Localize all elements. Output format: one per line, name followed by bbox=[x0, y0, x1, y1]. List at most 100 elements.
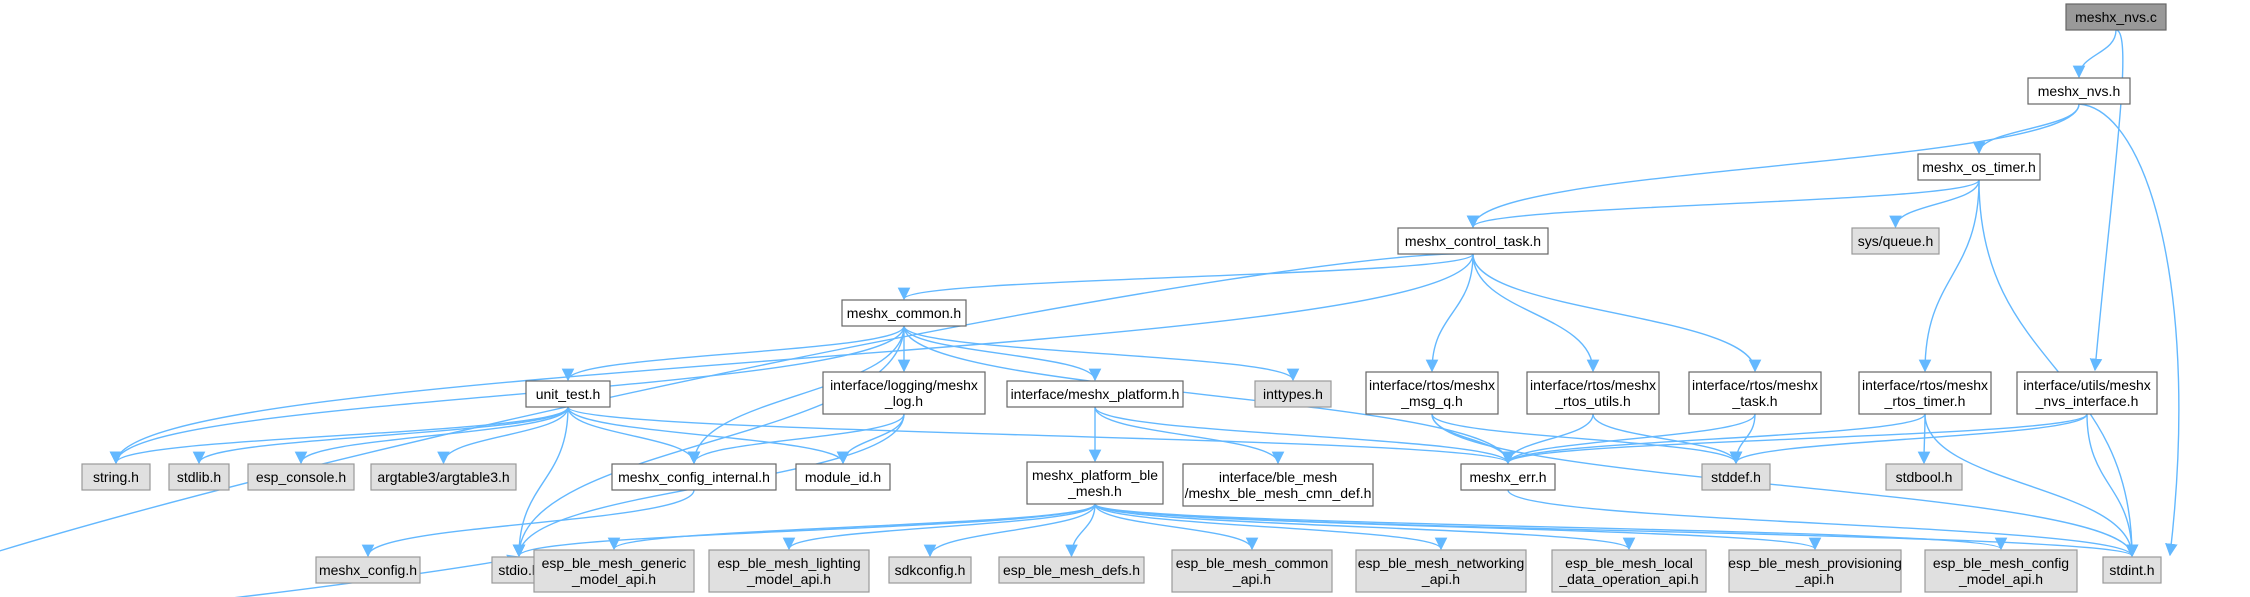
node-label: unit_test.h bbox=[536, 386, 601, 402]
node-box bbox=[1182, 463, 1374, 507]
node-box bbox=[998, 556, 1145, 584]
edge-interface_utils_meshx_nvs_interface_h-to-stddef_h bbox=[1729, 413, 2088, 465]
node-label: _data_operation_api.h bbox=[1558, 571, 1698, 587]
node-interface_rtos_meshx_rtos_utils_h[interactable]: interface/rtos/meshx_rtos_utils.h bbox=[1526, 371, 1660, 415]
node-box bbox=[795, 463, 891, 491]
node-stdbool_h[interactable]: stdbool.h bbox=[1885, 463, 1963, 491]
node-label: sys/queue.h bbox=[1858, 233, 1934, 249]
edge-meshx_nvs_h-to-meshx_os_timer_h bbox=[1972, 103, 2080, 155]
node-label: esp_ble_mesh_lighting bbox=[717, 555, 860, 571]
node-label: stdbool.h bbox=[1896, 469, 1953, 485]
node-esp_ble_mesh_local_data_operation_api_h[interactable]: esp_ble_mesh_local_data_operation_api.h bbox=[1551, 549, 1707, 593]
node-sys_queue_h[interactable]: sys/queue.h bbox=[1851, 227, 1940, 255]
node-module_id_h[interactable]: module_id.h bbox=[795, 463, 891, 491]
edge-meshx_control_task_h-to-interface_rtos_meshx_task_h bbox=[1472, 253, 1762, 373]
node-meshx_platform_ble_mesh_h[interactable]: meshx_platform_ble_mesh.h bbox=[1026, 461, 1164, 505]
node-box bbox=[2016, 371, 2158, 415]
node-esp_ble_mesh_config_model_api_h[interactable]: esp_ble_mesh_config_model_api.h bbox=[1924, 549, 2078, 593]
node-label: interface/ble_mesh bbox=[1219, 469, 1337, 485]
node-interface_utils_meshx_nvs_interface_h[interactable]: interface/utils/meshx_nvs_interface.h bbox=[2016, 371, 2158, 415]
node-box bbox=[247, 463, 355, 491]
node-sdkconfig_h[interactable]: sdkconfig.h bbox=[888, 556, 972, 584]
node-meshx_control_task_h[interactable]: meshx_control_task.h bbox=[1397, 227, 1549, 255]
node-meshx_err_h[interactable]: meshx_err.h bbox=[1460, 463, 1556, 491]
node-inttypes_h[interactable]: inttypes.h bbox=[1254, 380, 1332, 408]
edge-interface_logging_meshx_log_h-to-meshx_config_internal_h bbox=[687, 413, 905, 465]
node-label: _log.h bbox=[884, 393, 923, 409]
edge-meshx_config_internal_h-to-meshx_config_h bbox=[361, 489, 695, 558]
node-label: esp_ble_mesh_generic bbox=[542, 555, 687, 571]
node-label: esp_console.h bbox=[256, 469, 346, 485]
node-box bbox=[168, 463, 230, 491]
node-interface_rtos_meshx_msg_q_h[interactable]: interface/rtos/meshx_msg_q.h bbox=[1365, 371, 1499, 415]
node-stdint_h[interactable]: stdint.h bbox=[2102, 556, 2162, 584]
node-stddef_h[interactable]: stddef.h bbox=[1701, 463, 1771, 491]
node-esp_ble_mesh_networking_api_h[interactable]: esp_ble_mesh_networking_api.h bbox=[1355, 549, 1527, 593]
node-esp_ble_mesh_common_api_h[interactable]: esp_ble_mesh_common_api.h bbox=[1171, 549, 1333, 593]
node-label: esp_ble_mesh_defs.h bbox=[1003, 562, 1140, 578]
node-meshx_nvs_h[interactable]: meshx_nvs.h bbox=[2027, 77, 2131, 105]
edge-meshx_common_h-to-meshx_err_h bbox=[903, 325, 1515, 465]
node-label: module_id.h bbox=[805, 469, 881, 485]
node-label: interface/rtos/meshx bbox=[1369, 377, 1495, 393]
node-label: _nvs_interface.h bbox=[2035, 393, 2139, 409]
node-label: _model_api.h bbox=[746, 571, 831, 587]
node-label: meshx_config.h bbox=[319, 562, 417, 578]
node-string_h[interactable]: string.h bbox=[81, 463, 151, 491]
node-meshx_config_internal_h[interactable]: meshx_config_internal.h bbox=[611, 463, 777, 491]
node-box bbox=[315, 556, 421, 584]
node-label: stdio.h bbox=[498, 562, 539, 578]
node-unit_test_h[interactable]: unit_test.h bbox=[525, 380, 611, 408]
node-box bbox=[1688, 371, 1822, 415]
node-meshx_nvs_c[interactable]: meshx_nvs.c bbox=[2065, 3, 2167, 31]
node-box bbox=[533, 549, 695, 593]
node-stdlib_h[interactable]: stdlib.h bbox=[168, 463, 230, 491]
node-label: string.h bbox=[93, 469, 139, 485]
node-label: meshx_config_internal.h bbox=[618, 469, 770, 485]
node-box bbox=[81, 463, 151, 491]
node-esp_ble_mesh_provisioning_api_h[interactable]: esp_ble_mesh_provisioning_api.h bbox=[1728, 549, 1902, 593]
node-box bbox=[841, 299, 967, 327]
node-box bbox=[2065, 3, 2167, 31]
edge-interface_rtos_meshx_msg_q_h-to-stdint_h bbox=[1431, 413, 2139, 558]
edge-meshx_nvs_h-to-stdint_h bbox=[2078, 103, 2180, 557]
node-esp_ble_mesh_lighting_model_api_h[interactable]: esp_ble_mesh_lighting_model_api.h bbox=[708, 549, 870, 593]
node-interface_ble_mesh_cmn_def_h[interactable]: interface/ble_mesh/meshx_ble_mesh_cmn_de… bbox=[1182, 463, 1374, 507]
edge-meshx_common_h-to-inttypes_h bbox=[903, 325, 1300, 382]
node-interface_rtos_meshx_rtos_timer_h[interactable]: interface/rtos/meshx_rtos_timer.h bbox=[1858, 371, 1992, 415]
node-label: _model_api.h bbox=[571, 571, 656, 587]
node-label: interface/rtos/meshx bbox=[1692, 377, 1818, 393]
node-esp_console_h[interactable]: esp_console.h bbox=[247, 463, 355, 491]
node-box bbox=[708, 549, 870, 593]
node-label: interface/utils/meshx bbox=[2023, 377, 2151, 393]
edge-interface_utils_meshx_nvs_interface_h-to-stdint_h bbox=[2086, 413, 2139, 558]
node-box bbox=[1397, 227, 1549, 255]
node-label: esp_ble_mesh_local bbox=[1565, 555, 1693, 571]
edge-meshx_err_h-to-stdint_h bbox=[1507, 489, 2139, 558]
edge-meshx_platform_ble_mesh_h-to-esp_ble_mesh_networking_api_h bbox=[1094, 503, 1448, 551]
node-interface_rtos_meshx_task_h[interactable]: interface/rtos/meshx_task.h bbox=[1688, 371, 1822, 415]
edge-meshx_nvs_c-to-interface_utils_meshx_nvs_interface_h bbox=[2089, 29, 2124, 372]
node-box bbox=[1885, 463, 1963, 491]
edge-interface_rtos_meshx_rtos_timer_h-to-meshx_err_h bbox=[1501, 413, 1926, 465]
node-argtable3_h[interactable]: argtable3/argtable3.h bbox=[370, 463, 517, 491]
node-meshx_common_h[interactable]: meshx_common.h bbox=[841, 299, 967, 327]
edge-unit_test_h-to-stdio_h bbox=[512, 406, 569, 558]
node-box bbox=[1924, 549, 2078, 593]
node-label: meshx_common.h bbox=[847, 305, 961, 321]
node-label: _api.h bbox=[1232, 571, 1271, 587]
node-label: _api.h bbox=[1421, 571, 1460, 587]
node-esp_ble_mesh_defs_h[interactable]: esp_ble_mesh_defs.h bbox=[998, 556, 1145, 584]
node-esp_ble_mesh_generic_model_api_h[interactable]: esp_ble_mesh_generic_model_api.h bbox=[533, 549, 695, 593]
node-box bbox=[525, 380, 611, 408]
node-label: _model_api.h bbox=[1958, 571, 2043, 587]
node-meshx_config_h[interactable]: meshx_config.h bbox=[315, 556, 421, 584]
node-meshx_os_timer_h[interactable]: meshx_os_timer.h bbox=[1917, 153, 2041, 181]
node-label: _task.h bbox=[1731, 393, 1777, 409]
node-box bbox=[1026, 461, 1164, 505]
node-interface_logging_meshx_log_h[interactable]: interface/logging/meshx_log.h bbox=[822, 371, 986, 415]
node-box bbox=[1851, 227, 1940, 255]
edge-interface_rtos_meshx_task_h-to-meshx_err_h bbox=[1501, 413, 1756, 465]
node-interface_meshx_platform_h[interactable]: interface/meshx_platform.h bbox=[1006, 380, 1184, 408]
